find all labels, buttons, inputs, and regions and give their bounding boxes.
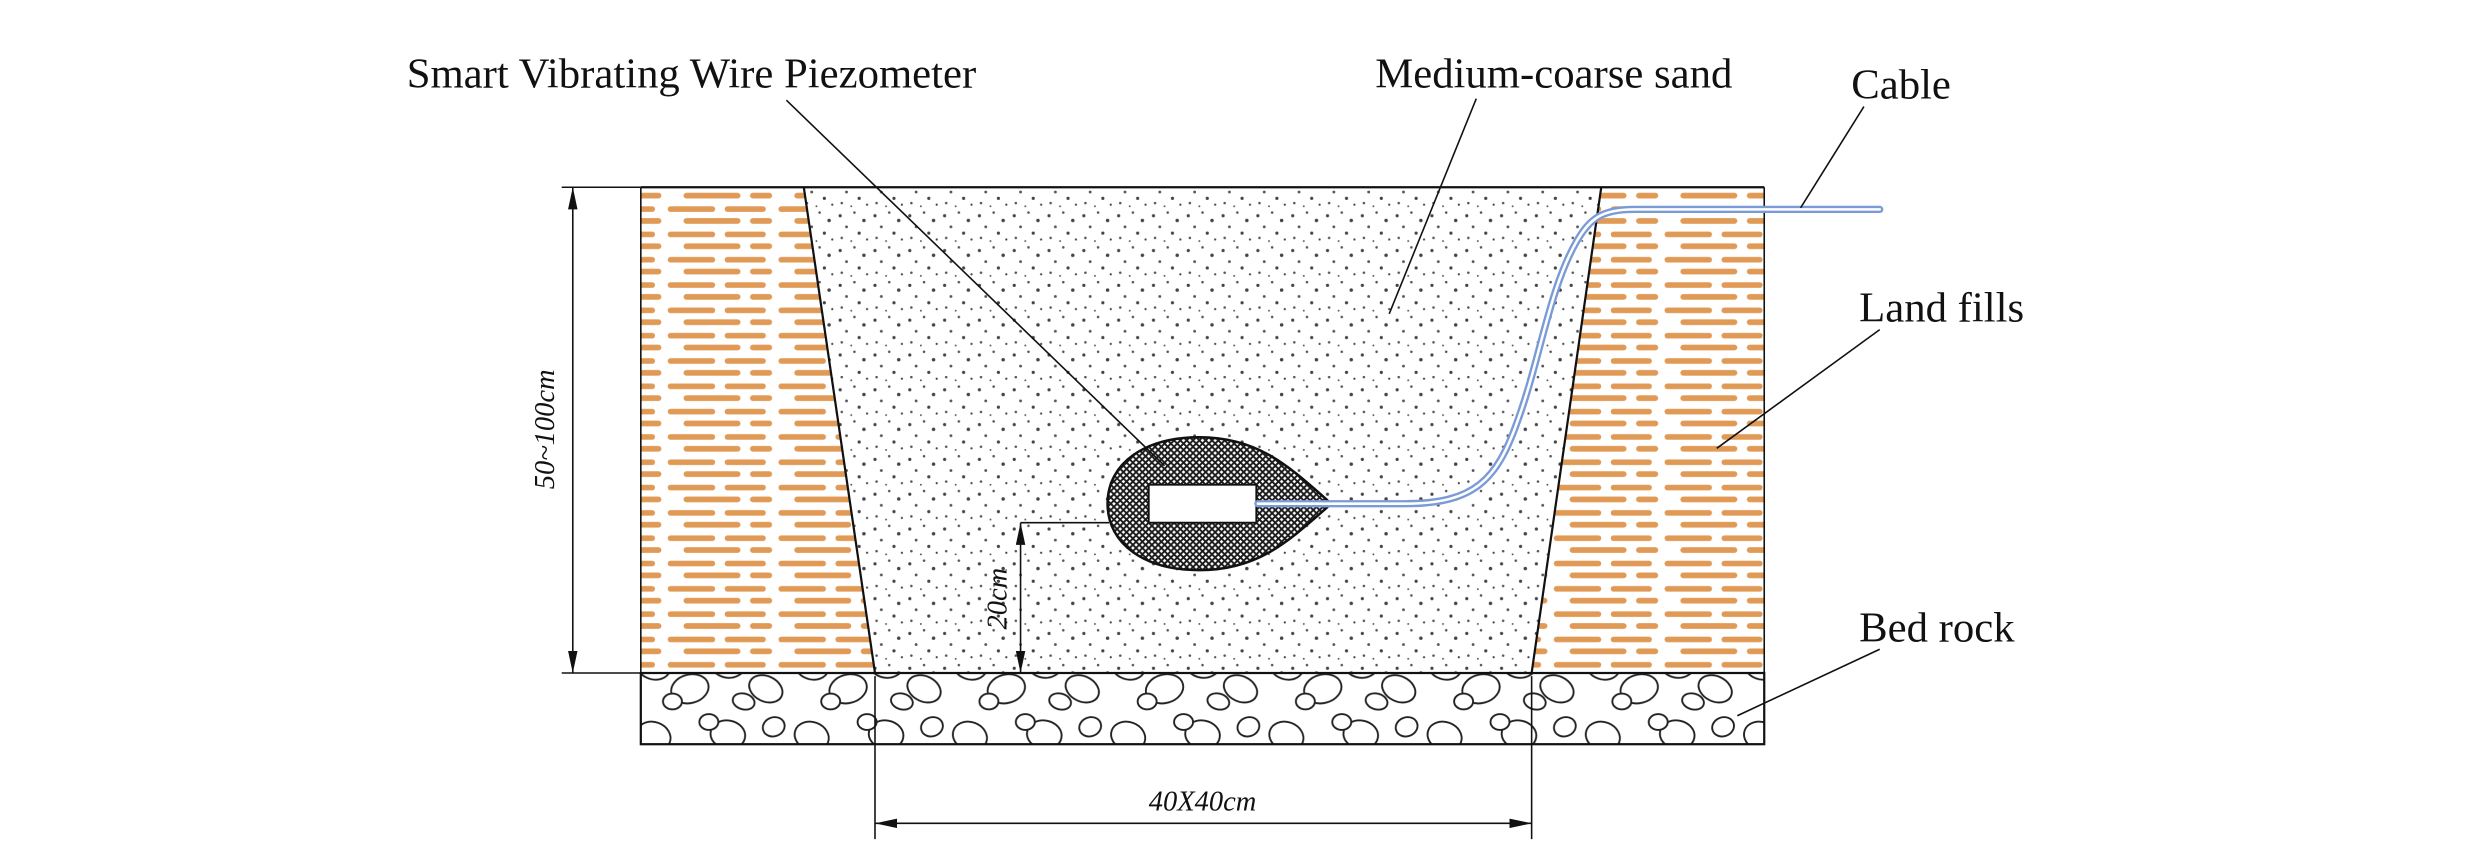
landfill-right — [1531, 187, 1765, 674]
sand-backfill — [803, 187, 1602, 674]
cable-core-line — [1256, 208, 1882, 505]
bedrock-band — [639, 671, 1766, 746]
depth-dim-text: 50~100cm — [530, 369, 561, 489]
pit-slope-right — [1530, 187, 1603, 674]
offset-dim-text: 20cm — [982, 568, 1013, 630]
label-bedrock: Bed rock — [1859, 604, 2015, 651]
label-sand: Medium-coarse sand — [1375, 51, 1732, 98]
leader-sand — [1388, 98, 1477, 315]
label-landfills: Land fills — [1859, 285, 2024, 332]
leader-piezometer — [785, 99, 1166, 467]
cable — [1254, 205, 1884, 508]
leader-landfills — [1716, 329, 1881, 449]
leader-lines — [785, 98, 1881, 717]
label-piezometer: Smart Vibrating Wire Piezometer — [407, 51, 977, 98]
leader-cable — [1799, 106, 1865, 209]
label-cable: Cable — [1851, 62, 1951, 109]
piezometer-sensor-window — [1147, 483, 1258, 524]
leader-bedrock — [1736, 648, 1881, 717]
dimension-depth: 50~100cm — [530, 186, 641, 674]
dimension-pit: 40X40cm — [874, 676, 1533, 840]
pit-slope-left — [802, 187, 877, 674]
callout-labels: Smart Vibrating Wire Piezometer Medium-c… — [407, 51, 2024, 652]
pit-dim-text: 40X40cm — [1149, 787, 1257, 818]
landfill-left — [640, 187, 875, 674]
dimension-offset: 20cm — [982, 521, 1110, 674]
